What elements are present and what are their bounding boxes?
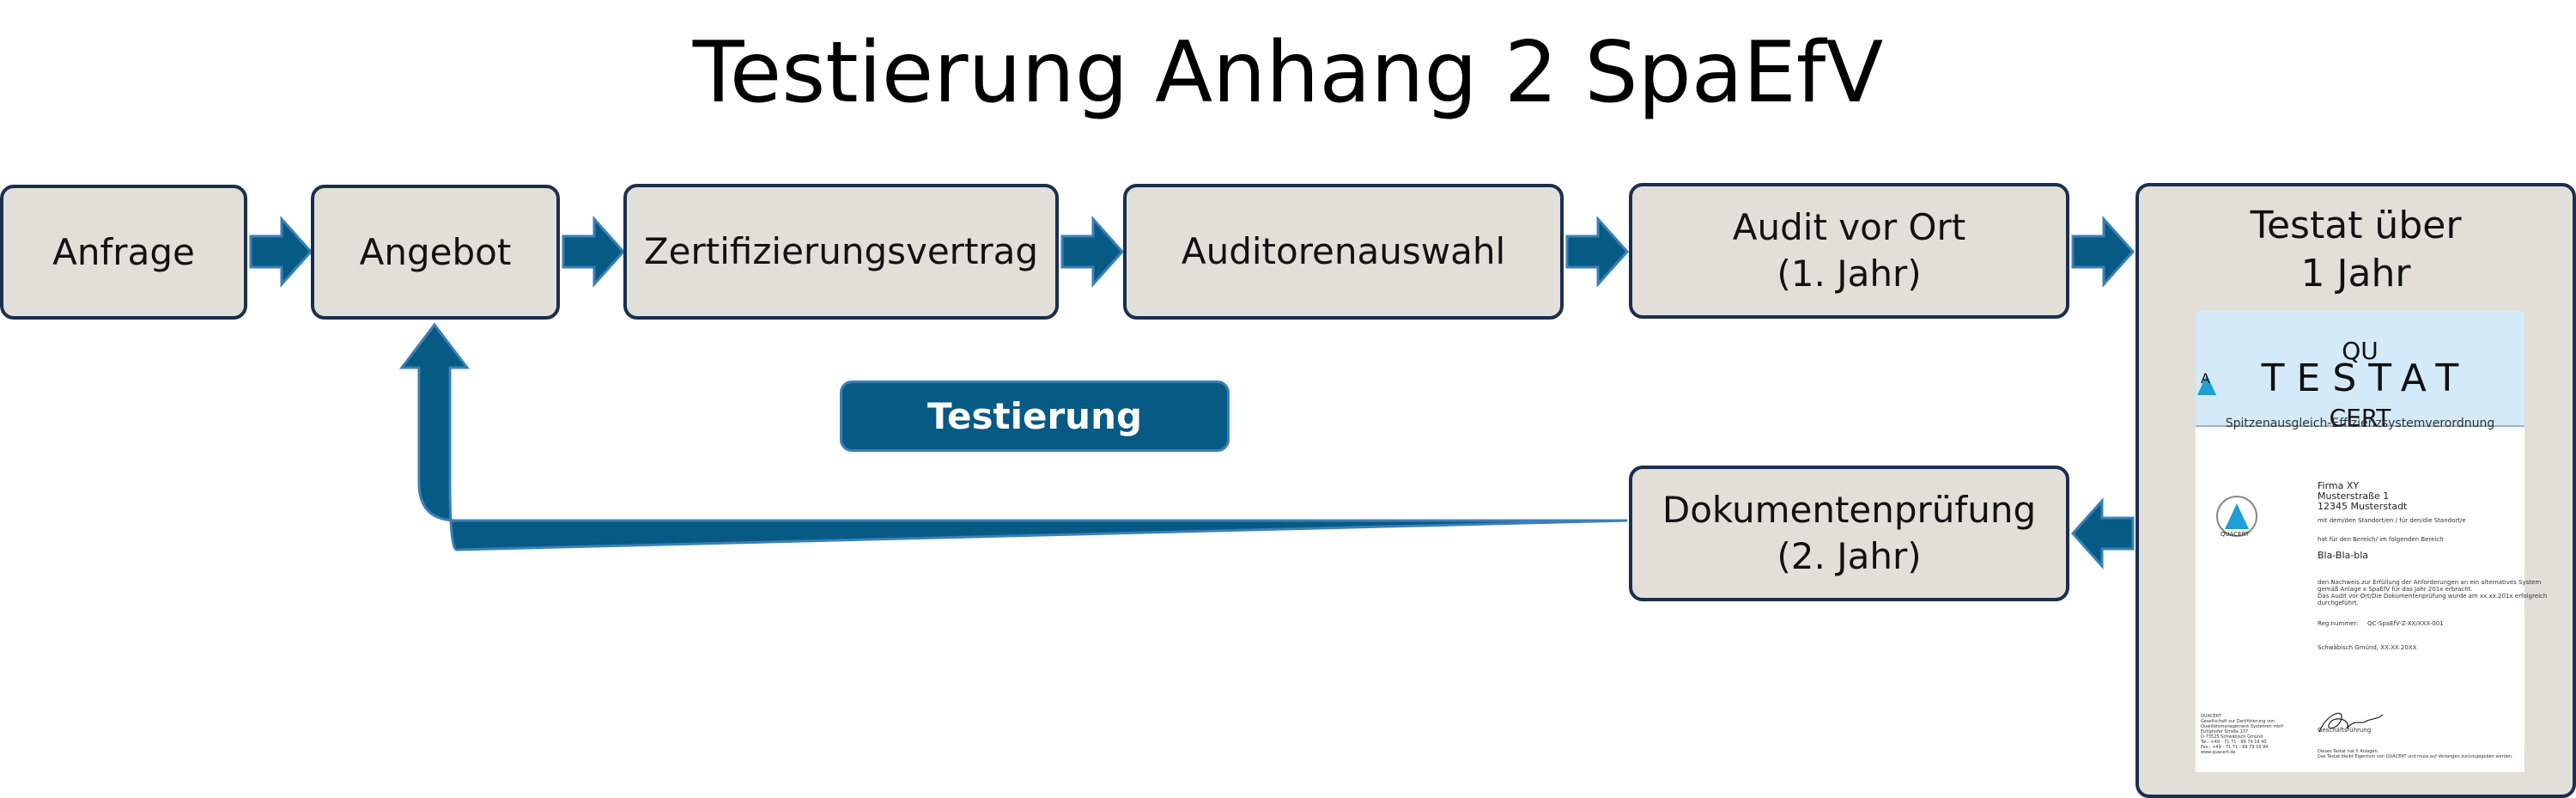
step-label: Auditorenauswahl [1181,230,1506,272]
footer-note: Das Testat bleibt Eigentum von QUACERT u… [2318,754,2513,759]
address-line: www.quacert.de [2201,750,2236,755]
step-label: Angebot [359,230,512,273]
arrow-audit-to-testat [2071,216,2136,288]
step-zertifizierungsvertrag: Zertifizierungsvertrag [623,184,1059,320]
statement-line: den Nachweis zur Erfüllung der Anforderu… [2318,579,2542,586]
certificate-header: QU A CERT TESTAT Spitzenausgleich-Effizien… [2196,311,2524,432]
area-intro: hat für den Bereich/ im folgenden Bereic… [2318,536,2444,543]
statement-line: durchgeführt. [2318,600,2359,606]
address-line: Qualitätsmanagement-Systemen mbH [2201,724,2284,729]
logo-text-right: CERT [2329,404,2391,432]
quacert-logo: QU A CERT [2196,328,2524,442]
company-street: Musterstraße 1 [2318,490,2390,502]
step-label-line1: Testat über [2250,204,2462,247]
arrow-auswahl-to-audit [1565,216,1630,288]
arrow-angebot-to-vertrag [562,216,626,288]
place-date: Schwäbisch Gmünd, XX.XX.20XX [2318,644,2417,651]
step-label-line2: (1. Jahr) [1777,253,1922,295]
company-city: 12345 Musterstadt [2318,501,2408,512]
certificate-document: QU A CERT TESTAT Spitzenausgleich-Effizien… [2196,311,2547,772]
testierung-badge: Testierung [840,381,1230,452]
step-anfrage: Anfrage [0,185,247,320]
reg-value: QC-SpaEfV-Z-XX/XXX-001 [2367,620,2444,627]
company-name: Firma XY [2318,480,2360,491]
step-label-line2: 1 Jahr [2300,252,2411,295]
step-label: Zertifizierungsvertrag [643,230,1039,272]
footer-note: Dieses Testat hat 0 Anlagen. [2318,749,2379,754]
testat-title: Testat über 1 Jahr [2139,202,2573,298]
logo-apex: A [2201,370,2210,387]
statement-line: Das Audit vor Ort/Die Dokumentenprüfung … [2318,593,2548,600]
statement-line: gemäß Anlage x SpaEfV für das Jahr 201x … [2318,586,2473,593]
arrow-testat-to-dokumentenpruefung [2070,497,2135,570]
signature-icon [2318,712,2384,733]
signature-label: Geschäftsführung [2318,727,2372,734]
address-line: Tel.: +49 - 71 71 - 99 79 16 40 [2201,740,2267,745]
certificate-heading: TESTAT [2261,356,2471,400]
arrow-vertrag-to-auswahl [1060,216,1125,288]
step-label-line2: (2. Jahr) [1777,535,1922,577]
logo-text-left: QU [2342,337,2379,365]
area-value: Bla-Bla-bla [2318,550,2369,561]
return-arrow-to-angebot [398,322,1628,551]
seal-text: QUACERT [2221,531,2250,538]
site-line: mit dem/den Standort/en / für den/die St… [2318,517,2466,524]
step-label-line1: Audit vor Ort [1732,206,1966,248]
address-line: D-73525 Schwäbisch Gmünd [2201,734,2263,740]
page-title: Testierung Anhang 2 SpaEfV [692,24,1884,122]
step-testat: Testat über 1 Jahr QU A CERT TESTAT Spitze… [2136,183,2576,798]
address-line: Fax.: +49 - 71 71 - 99 79 16 99 [2201,745,2269,750]
certificate-subheading: Spitzenausgleich-Effizienzsystemverordnu… [2225,417,2495,430]
step-label: Anfrage [52,230,195,273]
address-line: Eutighofer Straße 137 [2201,729,2249,734]
step-angebot: Angebot [311,185,560,320]
address-line: Gesellschaft zur Zertifizierung von [2201,719,2275,724]
reg-label: Reg.nummer: [2318,620,2359,627]
quacert-seal-icon: QUACERT [2216,496,2257,538]
arrow-anfrage-to-angebot [249,216,313,288]
logo-triangle-icon: A [2197,370,2216,395]
step-dokumentenpruefung: Dokumentenprüfung (2. Jahr) [1629,466,2069,601]
step-audit-vor-ort: Audit vor Ort (1. Jahr) [1629,183,2069,319]
address-line: QUACERT [2201,714,2221,719]
step-auditorenauswahl: Auditorenauswahl [1123,184,1564,320]
step-label-line1: Dokumentenprüfung [1662,489,2037,531]
